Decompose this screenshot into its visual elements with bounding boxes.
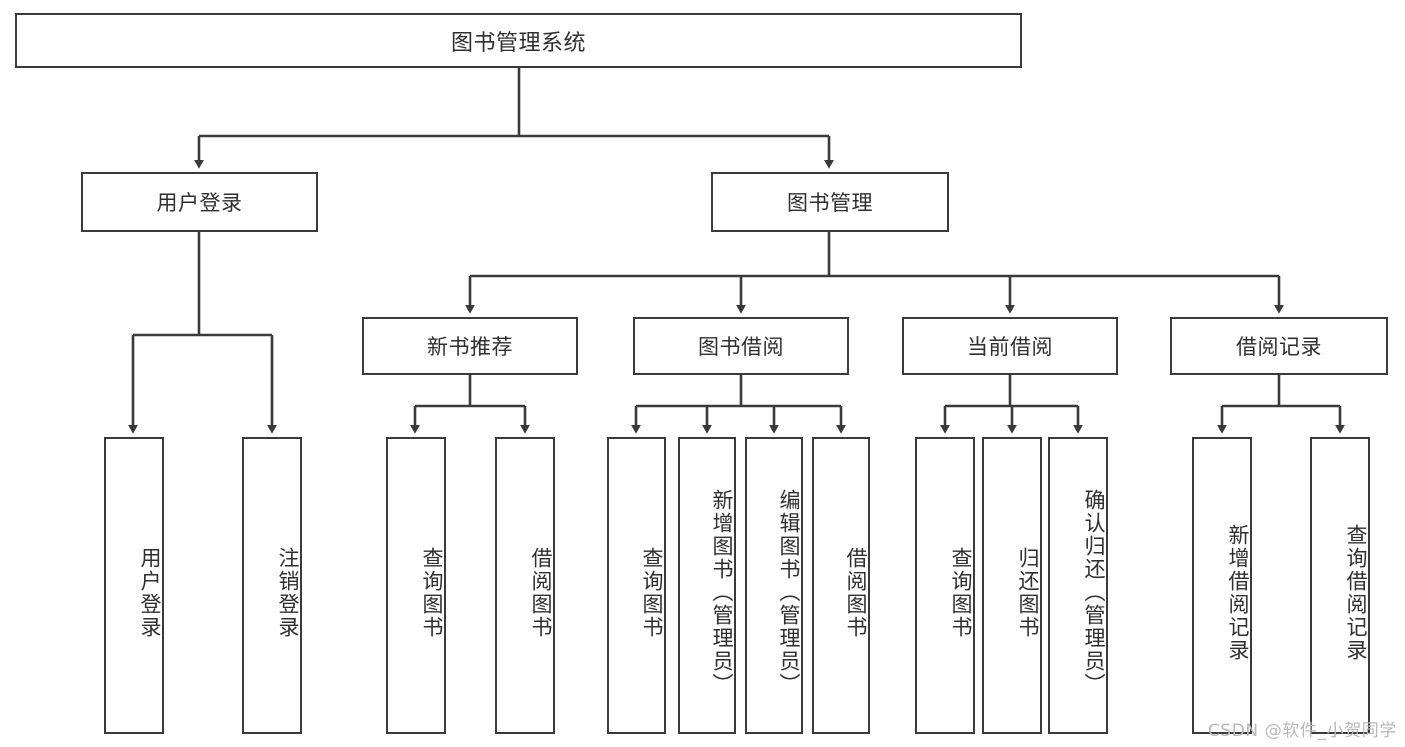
leaf-record-query-record[interactable]: 查询借阅记录 [1310,437,1370,734]
leaf-recommend-query-book[interactable]: 查询图书 [386,437,446,734]
node-label: 确认归还（管理员） [1082,489,1106,696]
leaf-borrow-edit-book-admin[interactable]: 编辑图书（管理员） [745,437,803,734]
node-label: 编辑图书（管理员） [777,489,801,696]
node-label: 新增图书（管理员） [710,489,734,696]
node-current-borrow[interactable]: 当前借阅 [902,317,1118,375]
node-label: 归还图书 [1016,546,1040,639]
leaf-borrow-query-book[interactable]: 查询图书 [607,437,666,734]
leaf-current-confirm-return-admin[interactable]: 确认归还（管理员） [1048,437,1108,734]
leaf-recommend-borrow-book[interactable]: 借阅图书 [495,437,555,734]
node-book-borrow[interactable]: 图书借阅 [633,317,849,375]
node-label: 查询图书 [949,546,973,639]
node-label: 查询图书 [420,546,444,639]
node-label: 图书管理系统 [450,30,586,56]
node-label: 当前借阅 [967,335,1053,359]
leaf-borrow-add-book-admin[interactable]: 新增图书（管理员） [678,437,736,734]
node-borrow-record[interactable]: 借阅记录 [1170,317,1388,375]
leaf-current-query-book[interactable]: 查询图书 [915,437,975,734]
node-book-management[interactable]: 图书管理 [711,172,949,232]
node-label: 图书管理 [787,191,873,215]
leaf-user-login-login[interactable]: 用户登录 [104,437,164,734]
node-root-system[interactable]: 图书管理系统 [15,13,1022,68]
leaf-borrow-borrow-book[interactable]: 借阅图书 [812,437,870,734]
node-label: 查询借阅记录 [1344,523,1368,662]
node-label: 查询图书 [640,546,664,639]
node-label: 借阅图书 [529,546,553,639]
node-label: 用户登录 [156,191,243,215]
watermark-text: CSDN @软件_小贺同学 [1207,721,1397,741]
leaf-current-return-book[interactable]: 归还图书 [982,437,1042,734]
node-label: 新增借阅记录 [1226,523,1250,662]
leaf-user-login-logout[interactable]: 注销登录 [242,437,302,734]
node-label: 注销登录 [276,546,300,639]
node-new-book-recommend[interactable]: 新书推荐 [362,317,578,375]
node-label: 用户登录 [138,546,162,639]
node-label: 借阅图书 [844,546,868,639]
leaf-record-add-record[interactable]: 新增借阅记录 [1192,437,1252,734]
node-label: 图书借阅 [698,335,784,359]
node-label: 新书推荐 [427,335,513,359]
node-user-login[interactable]: 用户登录 [81,172,318,232]
node-label: 借阅记录 [1236,335,1322,359]
